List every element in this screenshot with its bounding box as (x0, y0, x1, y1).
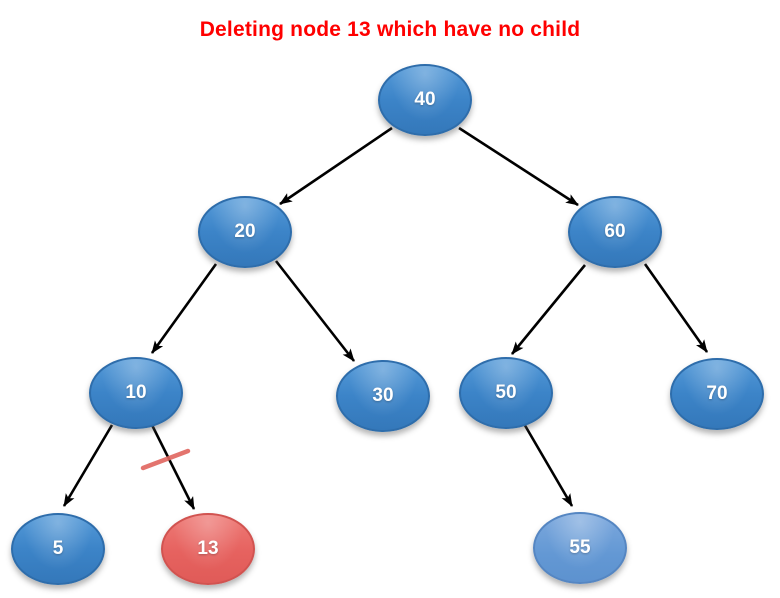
tree-node-20: 20 (198, 196, 292, 268)
node-label: 60 (604, 221, 626, 242)
diagram-title: Deleting node 13 which have no child (199, 18, 581, 41)
node-label: 55 (569, 537, 591, 558)
node-label: 30 (372, 385, 394, 406)
node-label: 50 (495, 382, 517, 403)
node-label: 5 (52, 538, 64, 559)
edge-50-55 (521, 421, 574, 507)
edge-60-50 (510, 264, 587, 355)
edge-40-20 (279, 126, 393, 206)
tree-node-50: 50 (459, 357, 553, 429)
node-label: 10 (125, 382, 147, 403)
deletion-slash-mark (140, 448, 191, 471)
tree-node-30: 30 (336, 360, 430, 432)
edge-10-5 (62, 424, 114, 507)
edge-40-60 (458, 126, 579, 207)
edge-20-10 (150, 263, 218, 354)
tree-node-5: 5 (11, 513, 105, 585)
tree-node-13-delete-target: 13 (161, 513, 255, 585)
node-label: 70 (706, 383, 728, 404)
node-label: 20 (234, 221, 256, 242)
tree-node-70: 70 (670, 358, 764, 430)
tree-node-40: 40 (378, 64, 472, 136)
node-label: 13 (197, 538, 219, 559)
node-label: 40 (414, 89, 436, 110)
tree-node-60: 60 (568, 196, 662, 268)
tree-node-55: 55 (533, 512, 627, 584)
edge-10-13 (150, 424, 196, 510)
edge-20-30 (274, 260, 356, 362)
tree-node-10: 10 (89, 357, 183, 429)
edge-60-70 (643, 263, 709, 353)
